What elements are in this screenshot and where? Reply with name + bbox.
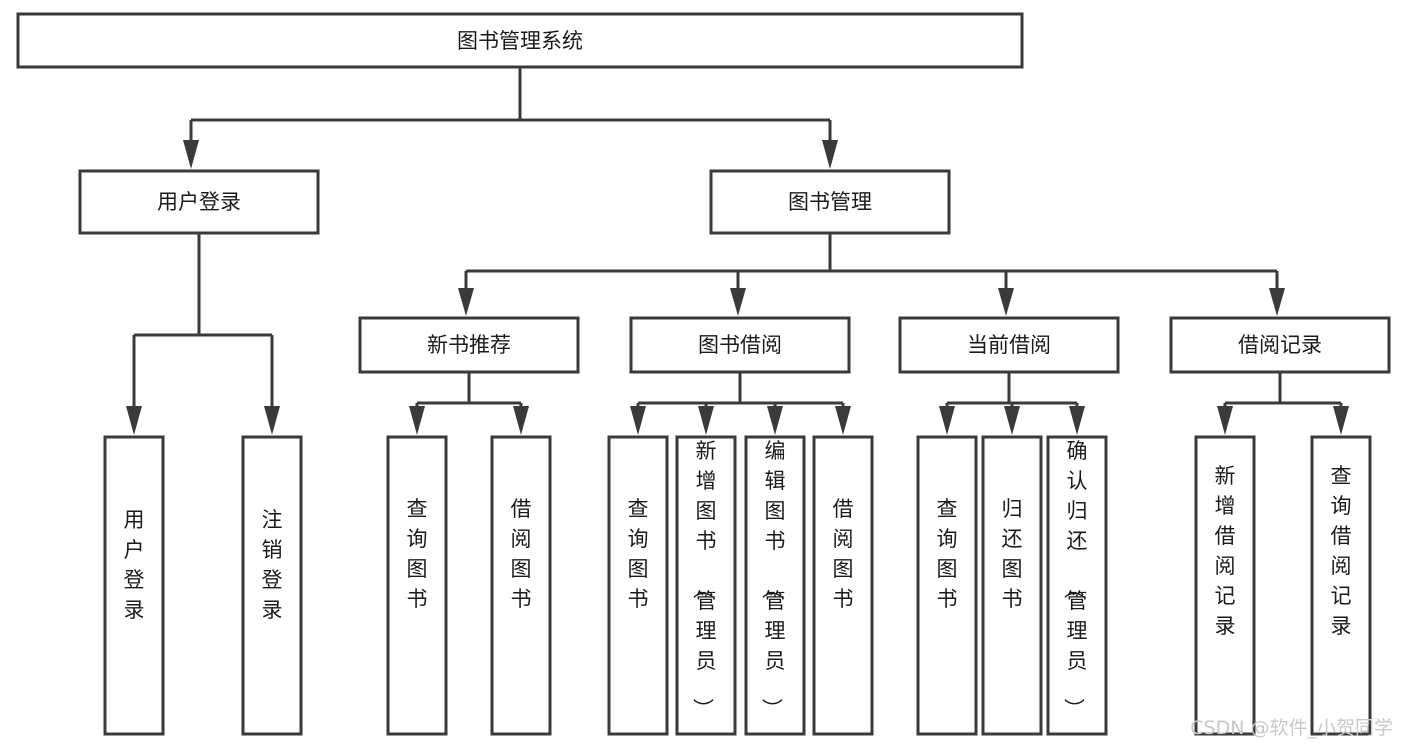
csdn-watermark: CSDN @软件_小贺同学 [1190,717,1393,739]
node-book-manage[interactable]: 图书管理 [709,169,951,235]
leaf-book-borrow-3[interactable]: 借阅图书 [812,435,874,736]
leaf-current-borrow-1[interactable]: 归还图书 [981,435,1043,736]
arrow-head-book-manage [822,140,838,169]
arrow-head-leaf-book-borrow-2 [698,406,714,435]
leaf-user-login-1-box[interactable] [241,435,303,736]
node-book-manage-box[interactable] [709,169,951,235]
leaf-book-borrow-1[interactable]: 新增图书（管理员） [675,435,737,736]
leaf-current-borrow-0[interactable]: 查询图书 [916,435,978,736]
leaf-new-book-recommend-1[interactable]: 借阅图书 [490,435,552,736]
leaf-current-borrow-2[interactable]: 确认归还（管理员） [1046,435,1108,736]
leaf-book-borrow-1-label: 新增图书（管理员） [691,439,717,719]
leaf-book-borrow-3-box[interactable] [812,435,874,736]
leaf-user-login-1[interactable]: 注销登录 [241,435,303,736]
leaf-new-book-recommend-0-label: 查询图书 [407,497,428,611]
leaf-user-login-0-label: 用户登录 [124,508,145,622]
arrow-head-book-borrow [730,288,746,316]
node-book-borrow-box[interactable] [629,316,851,374]
leaf-book-borrow-1-box[interactable] [675,435,737,736]
leaf-book-borrow-0[interactable]: 查询图书 [607,435,669,736]
connector-layer [126,67,1349,435]
leaf-new-book-recommend-0[interactable]: 查询图书 [386,435,448,736]
node-root[interactable]: 图书管理系统 [16,12,1024,69]
leaf-new-book-recommend-0-box[interactable] [386,435,448,736]
arrow-head-leaf-user-login-1 [126,406,142,435]
leaf-borrow-record-1-label: 查询借阅记录 [1331,464,1352,638]
leaf-book-borrow-0-label: 查询图书 [628,497,649,611]
arrow-head-user-login [183,140,199,169]
leaf-book-borrow-2-box[interactable] [744,435,806,736]
leaf-borrow-record-0-box[interactable] [1194,435,1256,736]
arrow-head-new-book-recommend [458,288,474,316]
leaf-user-login-0-box[interactable] [103,435,165,736]
arrow-head-leaf-borrow-record-2 [1333,406,1349,435]
leaf-new-book-recommend-1-box[interactable] [490,435,552,736]
leaf-book-borrow-2-label: 编辑图书（管理员） [760,439,786,719]
node-current-borrow[interactable]: 当前借阅 [898,316,1120,374]
leaf-book-borrow-3-label: 借阅图书 [833,497,854,611]
node-new-book-recommend[interactable]: 新书推荐 [358,316,580,374]
arrow-head-leaf-current-borrow-1 [939,406,955,435]
leaf-user-login-1-label: 注销登录 [262,508,283,622]
leaf-current-borrow-2-label: 确认归还（管理员） [1062,439,1088,719]
arrow-head-leaf-book-borrow-1 [630,406,646,435]
node-root-box[interactable] [16,12,1024,69]
arrow-head-leaf-current-borrow-2 [1004,406,1020,435]
node-borrow-record-box[interactable] [1169,316,1391,374]
leaf-current-borrow-0-box[interactable] [916,435,978,736]
arrow-head-leaf-book-borrow-4 [835,406,851,435]
arrow-head-leaf-user-login-2 [264,406,280,435]
leaf-book-borrow-2[interactable]: 编辑图书（管理员） [744,435,806,736]
leaf-current-borrow-1-label: 归还图书 [1002,497,1023,611]
arrow-head-leaf-new-book-2 [513,406,529,435]
node-borrow-record[interactable]: 借阅记录 [1169,316,1391,374]
leaf-borrow-record-1-box[interactable] [1310,435,1372,736]
arrow-head-borrow-record [1269,288,1285,316]
node-book-borrow[interactable]: 图书借阅 [629,316,851,374]
node-book-borrow-label: 图书借阅 [698,333,782,357]
leaf-borrow-record-1[interactable]: 查询借阅记录 [1310,435,1372,736]
leaf-book-borrow-0-box[interactable] [607,435,669,736]
node-user-login[interactable]: 用户登录 [78,169,320,235]
node-current-borrow-box[interactable] [898,316,1120,374]
arrow-head-leaf-book-borrow-3 [767,406,783,435]
node-borrow-record-label: 借阅记录 [1238,333,1322,357]
leaf-user-login-0[interactable]: 用户登录 [103,435,165,736]
leaf-current-borrow-2-box[interactable] [1046,435,1108,736]
node-root-label: 图书管理系统 [457,29,583,53]
leaf-new-book-recommend-1-label: 借阅图书 [511,497,532,611]
node-new-book-recommend-box[interactable] [358,316,580,374]
arrow-head-leaf-current-borrow-3 [1069,406,1085,435]
arrow-head-leaf-new-book-1 [409,406,425,435]
node-current-borrow-label: 当前借阅 [967,333,1051,357]
arrow-head-current-borrow [998,288,1014,316]
leaf-current-borrow-1-box[interactable] [981,435,1043,736]
node-user-login-label: 用户登录 [157,190,241,214]
leaf-borrow-record-0[interactable]: 新增借阅记录 [1194,435,1256,736]
leaf-borrow-record-0-label: 新增借阅记录 [1215,464,1236,638]
leaf-current-borrow-0-label: 查询图书 [937,497,958,611]
node-book-manage-label: 图书管理 [788,190,872,214]
arrow-head-leaf-borrow-record-1 [1217,406,1233,435]
node-new-book-recommend-label: 新书推荐 [427,333,511,357]
node-user-login-box[interactable] [78,169,320,235]
